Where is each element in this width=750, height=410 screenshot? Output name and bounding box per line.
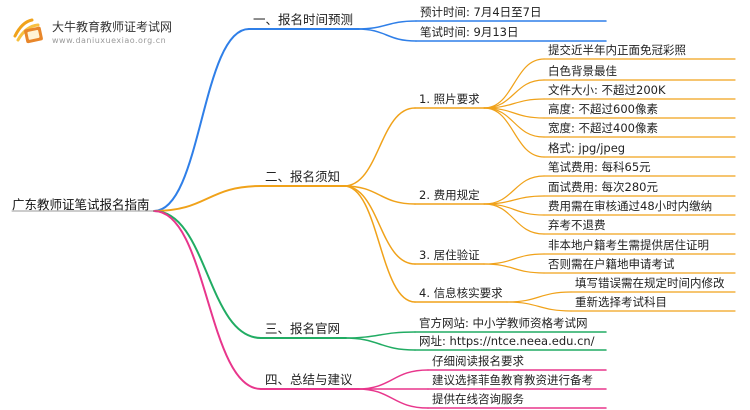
topic-info-verification: 4. 信息核实要求 (419, 286, 503, 300)
logo: 大牛教育教师证考试网 www.daniuxuexiao.org.cn (12, 12, 202, 52)
branch-registration-time: 一、报名时间预测 (253, 12, 354, 27)
leaf-expected-time: 预计时间: 7月4日至7日 (420, 5, 542, 19)
leaf-prep-suggestion: 建议选择菲鱼教育教资进行备考 (432, 373, 593, 387)
leaf-official-site-url: 网址: https://ntce.neea.edu.cn/ (419, 334, 595, 348)
leaf-photo-background: 白色背景最佳 (548, 64, 617, 78)
leaf-photo-size: 文件大小: 不超过200K (548, 83, 666, 97)
connector-leaf-exam-time (356, 28, 417, 42)
leaf-photo-width: 宽度: 不超过400像素 (548, 121, 658, 135)
connector-leaf-residence-home (483, 263, 545, 274)
leaf-read-requirements: 仔细阅读报名要求 (432, 354, 524, 368)
root-topic: 广东教师证笔试报名指南 (12, 197, 150, 212)
connector-leaf-official-site-url (343, 337, 416, 351)
connector-topic-info-verification (343, 185, 416, 303)
branch-official-site: 三、报名官网 (265, 321, 341, 336)
connector-leaf-photo-recent (483, 58, 545, 109)
leaf-info-fix: 填写错误需在规定时间内修改 (575, 276, 725, 290)
leaf-online-consult: 提供在线咨询服务 (432, 392, 524, 406)
logo-name: 大牛教育教师证考试网 (52, 20, 173, 34)
connector-leaf-official-site-name (343, 331, 416, 339)
leaf-photo-height: 高度: 不超过600像素 (548, 102, 658, 116)
branch-summary: 四、总结与建议 (265, 372, 353, 387)
leaf-fee-deadline: 费用需在审核通过48小时内缴纳 (548, 199, 713, 213)
connector-branch-registration-time (153, 28, 250, 212)
connector-leaf-read-requirements (356, 369, 429, 390)
connector-topic-photo-requirements (343, 107, 416, 187)
connector-branch-summary (153, 210, 262, 390)
connector-leaf-info-reselect (506, 301, 572, 312)
leaf-official-site-name: 官方网站: 中小学教师资格考试网 (419, 316, 588, 330)
connector-leaf-residence-proof (483, 253, 545, 265)
book-icon (13, 18, 43, 44)
leaf-fee-written: 笔试费用: 每科65元 (548, 160, 651, 174)
connector-topic-residence (343, 185, 416, 265)
leaf-fee-no-refund: 弃考不退费 (548, 218, 606, 232)
leaf-photo-format: 格式: jpg/jpeg (548, 141, 626, 155)
leaf-residence-home: 否则需在户籍地申请考试 (548, 257, 675, 271)
leaf-info-reselect: 重新选择考试科目 (575, 295, 667, 309)
leaf-exam-time: 笔试时间: 9月13日 (420, 25, 519, 39)
topic-residence: 3. 居住验证 (419, 248, 480, 262)
connector-leaf-online-consult (356, 388, 429, 409)
branch-registration-notes: 二、报名须知 (265, 169, 341, 184)
leaf-residence-proof: 非本地户籍考生需提供居住证明 (548, 238, 709, 252)
connector-branch-registration-notes (153, 185, 262, 212)
leaf-fee-interview: 面试费用: 每次280元 (548, 180, 658, 194)
connector-leaf-fee-no-refund (483, 203, 545, 235)
connector-topic-fees (343, 185, 416, 205)
leaf-photo-recent: 提交近半年内正面免冠彩照 (548, 43, 686, 57)
connector-branch-official-site (153, 210, 262, 339)
topic-photo-requirements: 1. 照片要求 (419, 92, 480, 106)
topic-fees: 2. 费用规定 (419, 188, 480, 202)
connector-leaf-info-fix (506, 291, 572, 303)
connector-leaf-photo-format (483, 107, 545, 158)
logo-url: www.daniuxuexiao.org.cn (52, 36, 167, 45)
connector-leaf-expected-time (356, 20, 417, 30)
